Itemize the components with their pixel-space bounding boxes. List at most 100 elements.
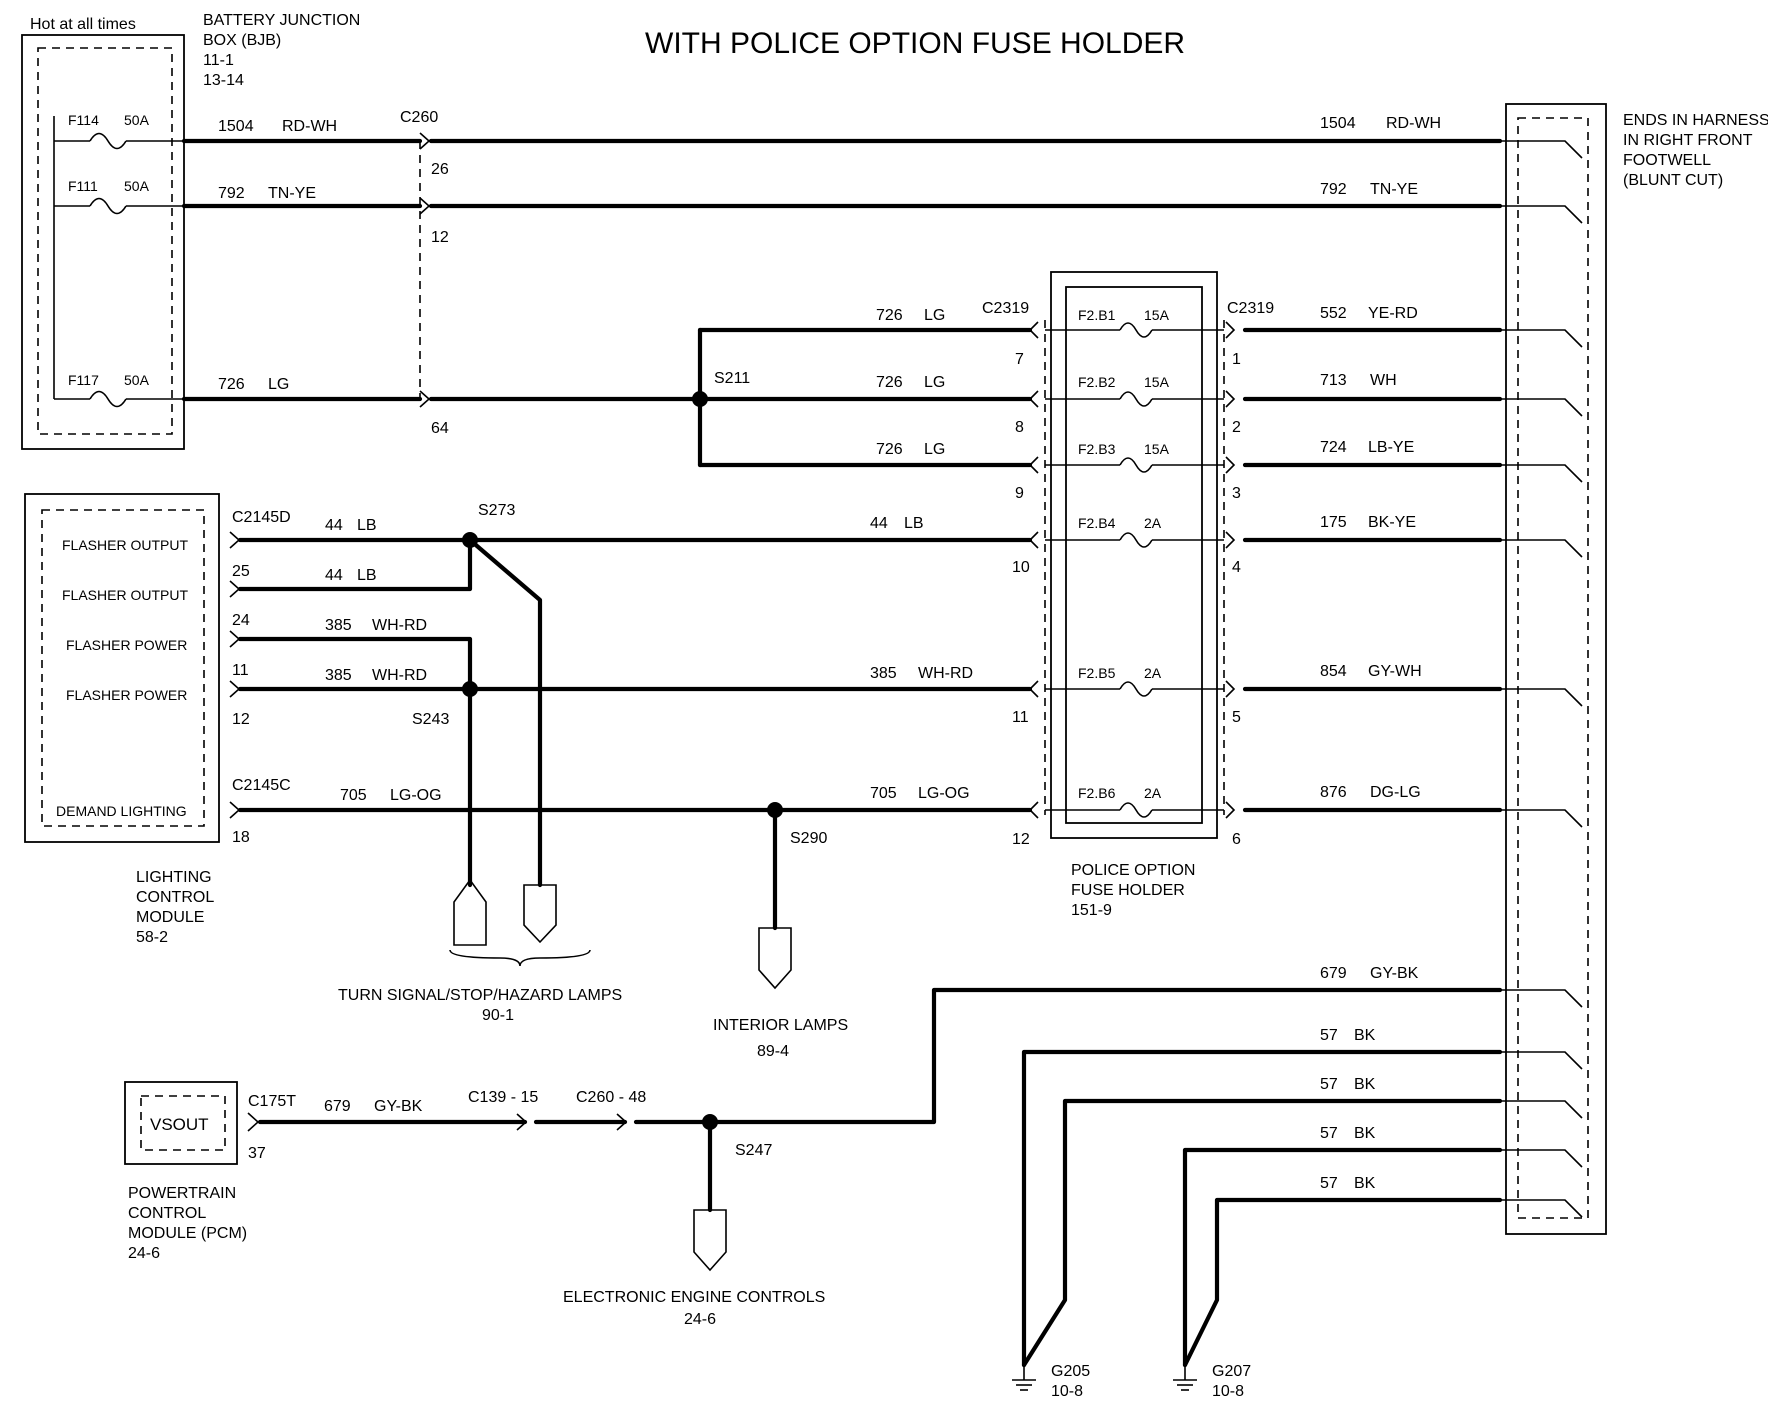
lower-wire-57-2-circuit: 57 (1320, 1076, 1338, 1093)
pcm-name-line3: MODULE (PCM) (128, 1225, 247, 1242)
turn-lamp-brace (449, 949, 591, 967)
fuse-b5-out-chevron (1225, 680, 1236, 698)
pcm-connector-label: C175T (248, 1093, 296, 1110)
police-option-fuse-holder: C2319 C2319 POLICE OPTION FUSE HOLDER 15… (982, 271, 1274, 919)
fuse-b5-symbol (1119, 681, 1153, 697)
lcm-pin-chevron-4 (229, 680, 241, 698)
lower-wire-679-circuit: 679 (1320, 965, 1347, 982)
wire-792-color: TN-YE (268, 185, 316, 202)
lcm-dashed-outline (41, 509, 205, 827)
wire-679-seg3 (633, 987, 1503, 1125)
lcm-outline (24, 493, 220, 843)
fuse-b4-symbol (1119, 532, 1153, 548)
fuse-b2-in-chevron (1028, 390, 1039, 408)
lcm-connector-c2145d: C2145D (232, 509, 291, 526)
fuse-f117-id: F117 (68, 372, 99, 388)
c2319-right-label: C2319 (1227, 300, 1274, 317)
splice-s247-label: S247 (735, 1142, 772, 1159)
fuse-b3-symbol (1119, 457, 1153, 473)
fuse-b5-in-color: WH-RD (918, 665, 973, 682)
turn-signal-lamps: TURN SIGNAL/STOP/HAZARD LAMPS 90-1 (338, 878, 622, 1024)
blunt-cut-724 (1500, 464, 1583, 483)
fuse-b1-out-color: YE-RD (1368, 305, 1418, 322)
blunt-cut-57-a (1500, 1051, 1583, 1070)
pcm-vsout-label: VSOUT (150, 1115, 209, 1134)
fuse-b2-id: F2.B2 (1078, 374, 1116, 390)
pcm-name-line2: CONTROL (128, 1205, 206, 1222)
fuse-b5-pin-out: 5 (1232, 709, 1241, 726)
lcm-wire-1-circuit: 44 (325, 517, 343, 534)
fuse-b6-pin-in: 12 (1012, 831, 1030, 848)
fuse-b5-in-circuit: 385 (870, 665, 897, 682)
fuse-b1-in-chevron (1028, 321, 1039, 339)
turn-lamp-connector-left (453, 878, 487, 946)
blunt-cut-57-d (1500, 1199, 1583, 1218)
lcm-wire-4-circuit: 385 (325, 667, 352, 684)
lcm-demand-lighting: DEMAND LIGHTING (56, 803, 187, 819)
fuse-b3-in-chevron (1028, 456, 1039, 474)
fuse-b2-rating: 15A (1144, 374, 1170, 390)
fuse-b4-in-color: LB (904, 515, 924, 532)
fuse-holder-ref: 151-9 (1071, 902, 1112, 919)
powertrain-control-module: VSOUT C175T 37 POWERTRAIN CONTROL MODULE… (124, 1081, 296, 1262)
fuse-b1-out-circuit: 552 (1320, 305, 1347, 322)
lcm-flasher-output-1: FLASHER OUTPUT (62, 537, 188, 553)
pcm-dashed-outline (140, 1095, 226, 1151)
harness-wire-1504-color: RD-WH (1386, 115, 1441, 132)
fuse-b4-out-circuit: 175 (1320, 514, 1347, 531)
fuse-b5-out-circuit: 854 (1320, 663, 1347, 680)
fuse-b4-out-chevron (1225, 531, 1236, 549)
lcm-wire-2-circuit: 44 (325, 567, 343, 584)
turn-lamps-label: TURN SIGNAL/STOP/HAZARD LAMPS (338, 987, 622, 1004)
wire-1504-color: RD-WH (282, 118, 337, 135)
bjb-name-line1: BATTERY JUNCTION (203, 12, 360, 29)
fuse-b6-out-chevron (1225, 801, 1236, 819)
g207-ref: 10-8 (1212, 1383, 1244, 1400)
lcm-pin-25: 25 (232, 563, 250, 580)
eec-connector (693, 1209, 727, 1272)
fuse-f114-rating: 50A (124, 112, 150, 128)
fuse-b6-in-circuit: 705 (870, 785, 897, 802)
lcm-pin-11: 11 (232, 662, 249, 679)
wire-s273-to-lamp (467, 537, 543, 888)
lower-wire-57-4-color: BK (1354, 1175, 1376, 1192)
harness-end-dashed (1517, 117, 1589, 1219)
wire-1504-circuit: 1504 (218, 118, 254, 135)
interior-lamps-label: INTERIOR LAMPS (713, 1017, 848, 1034)
pcm-wire-circuit: 679 (324, 1098, 351, 1115)
c260-label: C260 (400, 109, 438, 126)
fuse-b3-out-circuit: 724 (1320, 439, 1347, 456)
fuse-b2-out-chevron (1225, 390, 1236, 408)
blunt-cut-552 (1500, 329, 1583, 348)
splice-s211-label: S211 (714, 370, 750, 387)
lcm-wire-5-color: LG-OG (390, 787, 442, 804)
wire-726-circuit: 726 (218, 376, 245, 393)
harness-end-line3: FOOTWELL (1623, 152, 1711, 169)
c139-chevron (516, 1113, 528, 1131)
fuse-holder-name-line2: FUSE HOLDER (1071, 882, 1185, 899)
fuse-b1-in-color: LG (924, 307, 945, 324)
bjb-ref-2: 13-14 (203, 72, 244, 89)
g205-label: G205 (1051, 1363, 1090, 1380)
lcm-name-line3: MODULE (136, 909, 204, 926)
c260-48-label: C260 - 48 (576, 1089, 646, 1106)
lower-wire-57-4-circuit: 57 (1320, 1175, 1338, 1192)
blunt-cut-ticks (1500, 140, 1583, 1218)
fuse-row-b1: 726 LG 7 F2.B1 15A 1 552 YE-RD (876, 305, 1503, 368)
wire-44-lb-lower (237, 537, 473, 592)
lcm-name-line2: CONTROL (136, 889, 214, 906)
diagram-title: WITH POLICE OPTION FUSE HOLDER (645, 27, 1185, 60)
blunt-cut-792 (1500, 205, 1583, 224)
lower-wire-57-3-circuit: 57 (1320, 1125, 1338, 1142)
harness-wire-1504-circuit: 1504 (1320, 115, 1356, 132)
wire-726-color: LG (268, 376, 289, 393)
interior-lamps: INTERIOR LAMPS 89-4 (713, 927, 848, 1060)
splice-s243-label: S243 (412, 711, 449, 728)
blunt-cut-679 (1500, 989, 1583, 1008)
lcm-pin-12: 12 (232, 711, 250, 728)
lcm-pin-chevron-2 (229, 580, 241, 598)
eec-ref: 24-6 (684, 1311, 716, 1328)
c260-48-chevron (616, 1113, 628, 1131)
fuse-b2-in-circuit: 726 (876, 374, 903, 391)
